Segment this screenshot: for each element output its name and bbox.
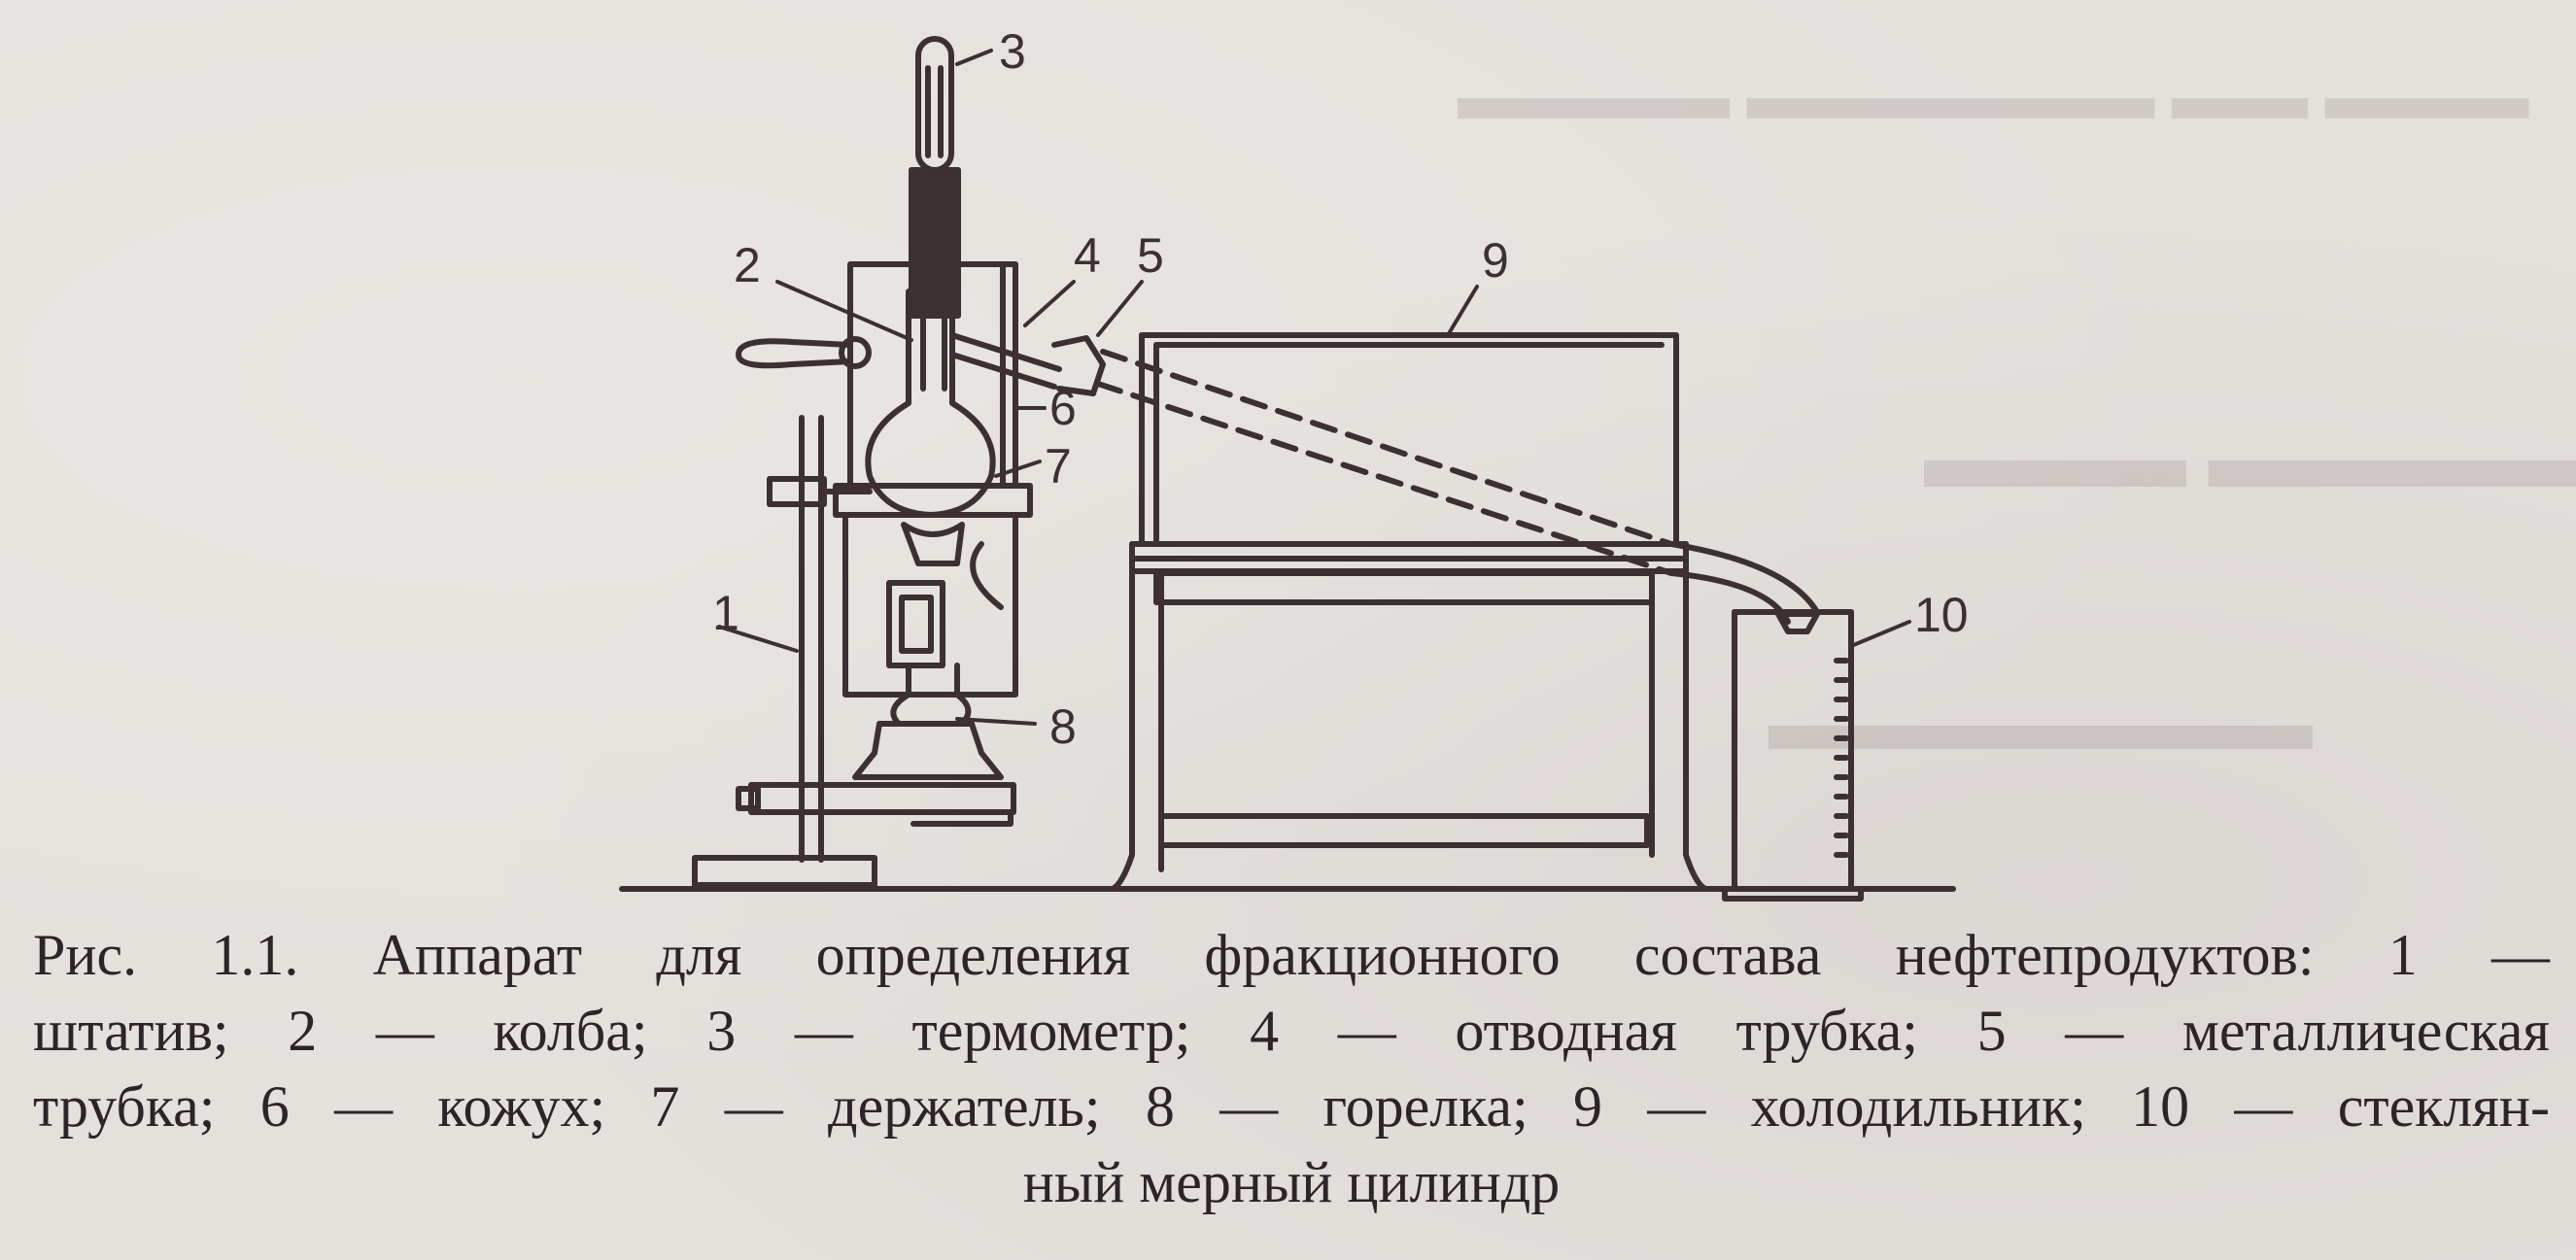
callout-6: 6 (1049, 381, 1077, 435)
callout-3: 3 (999, 24, 1026, 79)
callout-9: 9 (1482, 233, 1509, 288)
condenser (1110, 332, 1708, 892)
graduated-cylinder (1722, 609, 1864, 902)
callout-1: 1 (712, 586, 739, 640)
leader-lines (717, 49, 1911, 726)
caption-line-2: штатив; 2 — колба; 3 — термометр; 4 — от… (33, 999, 2550, 1063)
caption-line-4: ный мерный цилиндр (1022, 1150, 1561, 1214)
figure-caption: Рис. 1.1. Аппарат для определения фракци… (33, 917, 2550, 1220)
callout-10: 10 (1914, 588, 1969, 642)
burner (852, 580, 1004, 780)
bleed-through-text: ▬▬▬ ▬▬▬▬▬▬▬▬ (1924, 410, 2576, 506)
caption-line-1: Рис. 1.1. Аппарат для определения фракци… (33, 923, 2550, 987)
callout-8: 8 (1049, 699, 1077, 754)
bleed-through-text: ▬▬▬▬▬▬▬ (1769, 681, 2313, 766)
bleed-through-text: ▬▬▬▬ ▬▬▬▬▬▬ ▬▬ ▬▬▬ (1458, 59, 2529, 134)
callout-5: 5 (1137, 228, 1164, 283)
callout-7: 7 (1045, 439, 1072, 494)
apparatus-figure: 1 2 3 4 5 6 7 8 9 10 (619, 24, 1969, 902)
callout-2: 2 (734, 238, 761, 292)
callout-4: 4 (1074, 228, 1101, 283)
thermometer (909, 36, 961, 392)
stand (736, 415, 1016, 863)
flask (865, 289, 996, 566)
caption-line-3: трубка; 6 — кожух; 7 — держатель; 8 — го… (33, 1074, 2550, 1139)
